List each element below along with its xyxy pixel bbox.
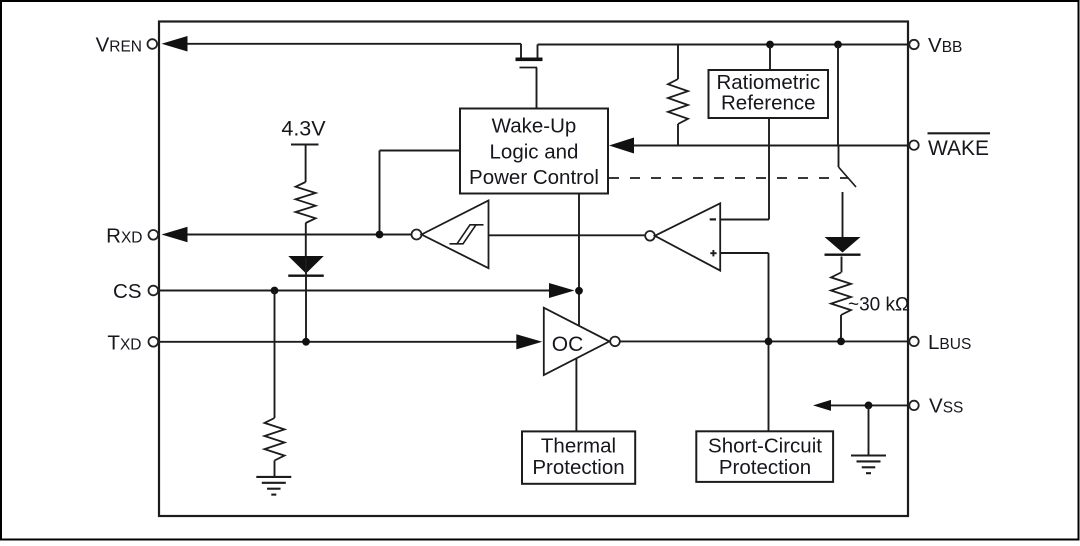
- svg-text:VSS: VSS: [929, 395, 963, 418]
- svg-text:4.3V: 4.3V: [281, 117, 326, 141]
- svg-text:Thermal: Thermal: [541, 434, 616, 457]
- svg-text:Protection: Protection: [719, 456, 811, 479]
- svg-text:CS: CS: [113, 280, 141, 303]
- svg-text:WAKE: WAKE: [928, 137, 989, 160]
- svg-text:VBB: VBB: [928, 34, 962, 57]
- svg-text:TXD: TXD: [107, 332, 141, 355]
- svg-text:Short-Circuit: Short-Circuit: [708, 435, 822, 458]
- svg-text:RXD: RXD: [106, 224, 142, 247]
- svg-text:Logic and: Logic and: [490, 141, 579, 164]
- svg-text:Ratiometric: Ratiometric: [716, 71, 820, 94]
- svg-text:Wake-Up: Wake-Up: [492, 115, 577, 138]
- svg-text:~30 kΩ: ~30 kΩ: [848, 294, 909, 315]
- svg-text:Power Control: Power Control: [469, 166, 599, 189]
- svg-text:Reference: Reference: [721, 92, 816, 115]
- svg-text:LBUS: LBUS: [928, 331, 971, 354]
- svg-text:VREN: VREN: [96, 34, 142, 57]
- svg-text:Protection: Protection: [532, 456, 624, 479]
- svg-text:OC: OC: [552, 333, 584, 356]
